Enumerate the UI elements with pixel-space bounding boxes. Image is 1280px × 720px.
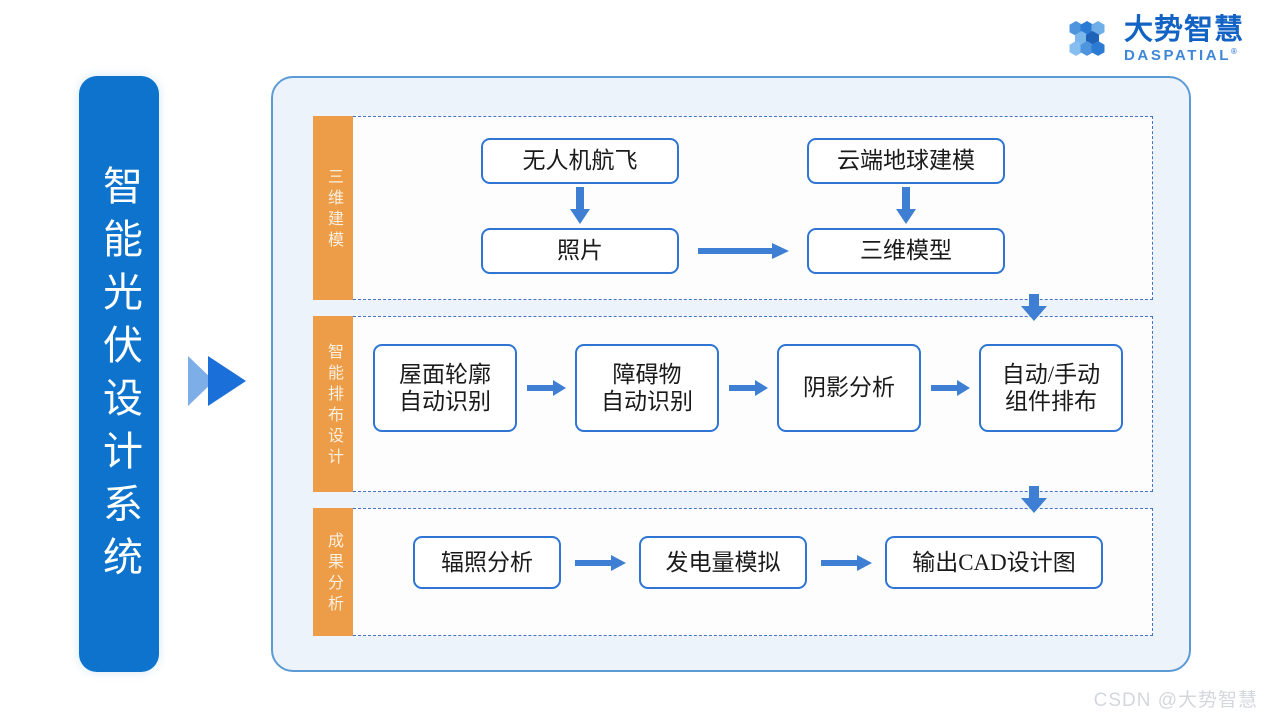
brand-logo: 大势智慧 DASPATIAL®	[1069, 16, 1244, 63]
arrow-right-obstacle-to-shadow-icon	[729, 380, 768, 396]
arrow-right-photo-to-model-icon	[698, 243, 789, 259]
node-shadow-analysis[interactable]: 阴影分析	[777, 344, 921, 432]
stage-label-results-text: 成果分析	[325, 531, 342, 616]
arrow-right-shadow-to-layout-icon	[931, 380, 970, 396]
connector-arrow-layout-to-results-icon	[1021, 486, 1047, 513]
node-power-generation-simulation[interactable]: 发电量模拟	[639, 536, 807, 589]
stage-row-layout: 智能排布设计 屋面轮廓 自动识别 障碍物 自动识别 阴影分析 自动/手动 组件排…	[313, 316, 1153, 492]
watermark: CSDN @大势智慧	[1093, 690, 1258, 711]
node-3d-model[interactable]: 三维模型	[807, 228, 1005, 274]
page-title: 智能光伏设计系统	[97, 165, 142, 589]
arrow-right-power-to-cad-icon	[821, 555, 872, 571]
node-export-cad-drawing[interactable]: 输出CAD设计图	[885, 536, 1103, 589]
stage-body-results: 辐照分析 发电量模拟 输出CAD设计图	[353, 508, 1153, 636]
arrow-right-roof-to-obstacle-icon	[527, 380, 566, 396]
brand-name-en: DASPATIAL®	[1123, 47, 1237, 64]
node-cloud-earth-modeling[interactable]: 云端地球建模	[807, 138, 1005, 184]
stage-label-modeling: 三维建模	[313, 116, 353, 300]
system-title-bar: 智能光伏设计系统	[79, 76, 159, 672]
node-photos[interactable]: 照片	[481, 228, 679, 274]
stage-row-modeling: 三维建模 无人机航飞 照片 云端地球建模 三维模型	[313, 116, 1153, 300]
node-roof-outline-auto-detect[interactable]: 屋面轮廓 自动识别	[373, 344, 517, 432]
flow-panel: 三维建模 无人机航飞 照片 云端地球建模 三维模型 智能排布设计 屋面轮廓 自动…	[271, 76, 1191, 672]
stage-label-layout: 智能排布设计	[313, 316, 353, 492]
brand-name-cn: 大势智慧	[1123, 14, 1244, 46]
double-triangle-right-icon	[188, 356, 246, 406]
hexagon-cluster-icon	[1069, 20, 1105, 56]
stage-label-results: 成果分析	[313, 508, 353, 636]
stage-row-results: 成果分析 辐照分析 发电量模拟 输出CAD设计图	[313, 508, 1153, 636]
node-irradiance-analysis[interactable]: 辐照分析	[413, 536, 561, 589]
arrow-down-drone-to-photo-icon	[570, 187, 590, 224]
stage-label-layout-text: 智能排布设计	[325, 342, 342, 469]
stage-body-modeling: 无人机航飞 照片 云端地球建模 三维模型	[353, 116, 1153, 300]
node-drone-flight[interactable]: 无人机航飞	[481, 138, 679, 184]
stage-body-layout: 屋面轮廓 自动识别 障碍物 自动识别 阴影分析 自动/手动 组件排布	[353, 316, 1153, 492]
node-obstacle-auto-detect[interactable]: 障碍物 自动识别	[575, 344, 719, 432]
connector-arrow-modeling-to-layout-icon	[1021, 294, 1047, 321]
stage-label-modeling-text: 三维建模	[325, 167, 342, 252]
arrow-right-irradiance-to-power-icon	[575, 555, 626, 571]
arrow-down-cloud-to-model-icon	[896, 187, 916, 224]
trademark-symbol: ®	[1231, 47, 1237, 56]
node-auto-manual-module-layout[interactable]: 自动/手动 组件排布	[979, 344, 1123, 432]
